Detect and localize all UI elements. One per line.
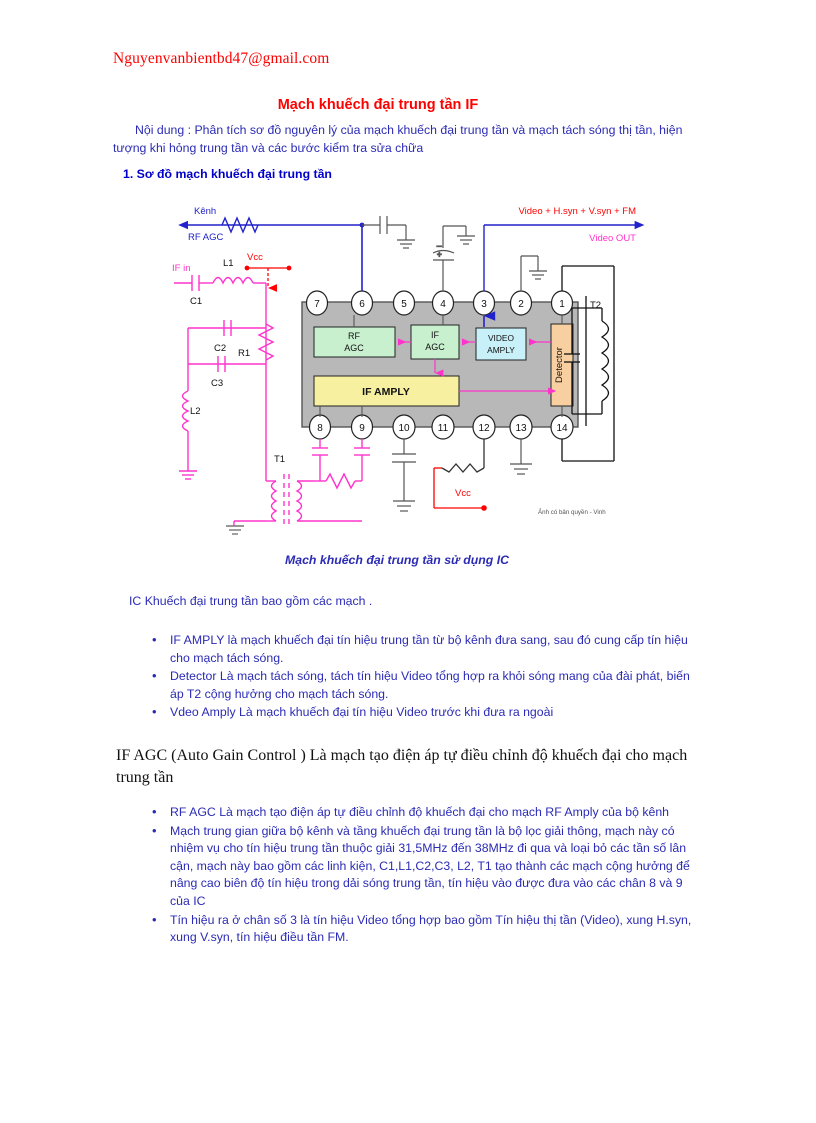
ic-body bbox=[301, 301, 579, 428]
figure-caption: Mạch khuếch đại trung tần sử dụng IC bbox=[285, 553, 509, 567]
block-video-amply-line2: AMPLY bbox=[487, 345, 515, 355]
label-video-out: Video OUT bbox=[589, 233, 636, 244]
video-out-line: Video + H.syn + V.syn + FM Video OUT bbox=[483, 206, 645, 327]
cap-electrolytic-pin4: + _ bbox=[432, 225, 475, 291]
pin-9: 9 bbox=[350, 414, 374, 440]
pin-4: 4 bbox=[431, 290, 455, 316]
label-t2: T2 bbox=[590, 300, 601, 311]
label-vcc-top: Vcc bbox=[247, 252, 263, 263]
svg-text:6: 6 bbox=[359, 299, 365, 310]
pin-2: 2 bbox=[509, 290, 533, 316]
input-network-labels: IF in C1 L1 C2 C3 R1 L2 T1 T2 bbox=[172, 258, 601, 465]
intro-line-1: Nội dung : Phân tích sơ đồ nguyên lý của… bbox=[135, 123, 632, 137]
t1-transformer bbox=[226, 381, 370, 535]
svg-text:2: 2 bbox=[518, 299, 524, 310]
svg-text:14: 14 bbox=[556, 423, 568, 434]
list-item: Mạch trung gian giữa bộ kênh và tầng khu… bbox=[152, 822, 693, 911]
block-rf-agc: RF AGC bbox=[313, 326, 396, 358]
svg-text:5: 5 bbox=[401, 299, 407, 310]
svg-text:+: + bbox=[437, 250, 442, 259]
pin-stubs bbox=[319, 315, 563, 417]
internal-signal-arrows bbox=[398, 338, 557, 395]
block-rf-agc-line2: AGC bbox=[344, 343, 364, 353]
list-item: Vdeo Amply Là mạch khuếch đại tín hiệu V… bbox=[152, 703, 693, 722]
svg-text:1: 1 bbox=[559, 299, 565, 310]
pin-5: 5 bbox=[392, 290, 416, 316]
label-if-in: IF in bbox=[172, 263, 190, 274]
page-title: Mạch khuếch đại trung tần IF bbox=[277, 97, 479, 113]
intro-paragraph: Nội dung : Phân tích sơ đồ nguyên lý của… bbox=[113, 122, 713, 157]
label-vcc-bottom: Vcc bbox=[455, 488, 471, 499]
label-rf-agc-out: RF AGC bbox=[188, 232, 224, 243]
rf-agc-feedback-line: Kênh RF AGC bbox=[178, 206, 365, 291]
label-c3: C3 bbox=[211, 378, 223, 389]
block-rf-agc-line1: RF bbox=[348, 331, 360, 341]
label-c2: C2 bbox=[214, 343, 226, 354]
label-c1: C1 bbox=[190, 296, 202, 307]
body-intro-line: IC Khuếch đại trung tần bao gồm các mạch… bbox=[129, 594, 373, 608]
block-if-amply-label: IF AMPLY bbox=[362, 386, 410, 398]
t2-tank bbox=[561, 265, 615, 462]
pin-13: 13 bbox=[509, 414, 533, 440]
ground-pin13 bbox=[510, 439, 532, 475]
svg-text:7: 7 bbox=[314, 299, 320, 310]
block-video-amply: VIDEO AMPLY bbox=[475, 327, 527, 361]
circuit-diagram: RF AGC IF AGC VIDEO AMPLY IF AMPLY Detec… bbox=[166, 196, 652, 544]
svg-text:11: 11 bbox=[438, 423, 449, 434]
pin-3: 3 bbox=[472, 290, 496, 316]
list-item: RF AGC Là mạch tạo điện áp tự điều chỉnh… bbox=[152, 803, 693, 822]
pin-8: 8 bbox=[308, 414, 332, 440]
bullet-list-2: RF AGC Là mạch tạo điện áp tự điều chỉnh… bbox=[148, 803, 693, 948]
figure-watermark: Ảnh có bản quyền - Vinh bbox=[538, 509, 606, 516]
author-email: Nguyenvanbientbd47@gmail.com bbox=[113, 50, 330, 67]
label-video-sum: Video + H.syn + V.syn + FM bbox=[519, 206, 637, 217]
block-detector: Detector bbox=[550, 323, 574, 407]
pins-top: 7 6 5 4 3 bbox=[305, 290, 574, 316]
block-video-amply-line1: VIDEO bbox=[488, 333, 515, 343]
pin-7: 7 bbox=[305, 290, 329, 316]
input-filter-network bbox=[174, 275, 275, 480]
label-r1: R1 bbox=[238, 348, 250, 359]
vcc-bottom-network: Vcc bbox=[433, 439, 487, 511]
block-if-agc-line1: IF bbox=[431, 330, 440, 340]
section-heading-1: 1. Sơ đồ mạch khuếch đại trung tần bbox=[123, 167, 332, 181]
pin-11: 11 bbox=[431, 414, 455, 440]
svg-text:13: 13 bbox=[515, 423, 527, 434]
svg-text:3: 3 bbox=[481, 299, 487, 310]
label-t1: T1 bbox=[274, 454, 285, 465]
block-if-agc: IF AGC bbox=[410, 324, 460, 360]
intro-line-2: tần, hiện tượng khi hỏng trung tần và cá… bbox=[113, 123, 683, 155]
section-heading-if-agc: IF AGC (Auto Gain Control ) Là mạch tạo … bbox=[116, 747, 688, 786]
bullet-list-1: IF AMPLY là mạch khuếch đại tín hiệu tru… bbox=[148, 631, 693, 723]
list-item: Tín hiệu ra ở chân số 3 là tín hiệu Vide… bbox=[152, 911, 693, 947]
svg-text:9: 9 bbox=[359, 423, 365, 434]
list-item: Detector Là mạch tách sóng, tách tín hiệ… bbox=[152, 667, 693, 703]
pin-14: 14 bbox=[550, 414, 574, 440]
svg-text:8: 8 bbox=[317, 423, 323, 434]
block-if-agc-line2: AGC bbox=[425, 342, 445, 352]
pin-6: 6 bbox=[350, 290, 374, 316]
pin-10: 10 bbox=[392, 414, 416, 440]
block-detector-label: Detector bbox=[554, 347, 565, 383]
svg-text:4: 4 bbox=[440, 299, 446, 310]
svg-text:10: 10 bbox=[398, 423, 410, 434]
cap-ground-pin10 bbox=[392, 439, 416, 512]
svg-text:_: _ bbox=[436, 238, 442, 247]
pin-1: 1 bbox=[550, 290, 574, 316]
pin-12: 12 bbox=[472, 414, 496, 440]
block-if-amply: IF AMPLY bbox=[313, 375, 460, 407]
svg-text:12: 12 bbox=[478, 423, 490, 434]
cap-ground-pin6 bbox=[362, 216, 415, 249]
label-l2: L2 bbox=[190, 406, 201, 417]
ground-pin2 bbox=[520, 255, 547, 291]
label-l1: L1 bbox=[223, 258, 234, 269]
vcc-top: Vcc bbox=[244, 252, 292, 292]
list-item: IF AMPLY là mạch khuếch đại tín hiệu tru… bbox=[152, 631, 693, 667]
label-kenh: Kênh bbox=[194, 206, 216, 217]
